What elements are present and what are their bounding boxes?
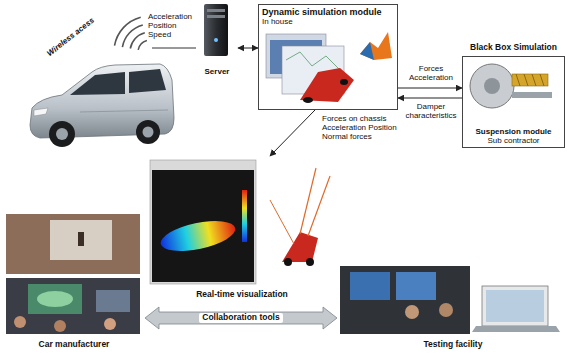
edge-label: Damper characteristics: [401, 102, 461, 120]
data-link-line: [152, 48, 196, 49]
box-title: Real-time visualization: [149, 290, 335, 300]
edge-label: Forces on chassis Acceleration Position …: [322, 114, 404, 142]
visualization-screens: [150, 160, 330, 284]
box-text: Suspension module: [466, 127, 561, 136]
box-title: Car manufacturer: [7, 340, 141, 350]
box-title: Testing facility: [341, 340, 565, 350]
subsystem-box: Black Box SimulationSuspension moduleSub…: [462, 56, 565, 148]
server-node: Server: [196, 2, 238, 78]
edge-label: Forces Acceleration: [401, 64, 461, 82]
flow-arrow: [270, 110, 315, 156]
signal-list: Acceleration Position Speed: [148, 12, 196, 40]
suspension-illustration: [470, 64, 552, 108]
site-panel: Car manufacturer: [4, 212, 144, 352]
box-text: In house: [262, 17, 394, 26]
flow-arrow: [398, 88, 462, 89]
simulation-collage: [266, 32, 392, 103]
box-title: Dynamic simulation module: [262, 7, 394, 17]
box-title: Server: [199, 67, 235, 76]
box-heading: Black Box Simulation: [457, 43, 569, 53]
box-text: Sub contractor: [466, 136, 561, 145]
server-icon: [204, 4, 228, 56]
flow-arrow: [238, 48, 258, 49]
collaboration-arrow: [145, 307, 337, 329]
process-box: Dynamic simulation moduleIn house: [258, 4, 398, 110]
meeting-photos: [6, 214, 140, 334]
flow-arrow: [398, 98, 462, 99]
car-illustration: [30, 64, 174, 147]
site-panel: Testing facility: [338, 264, 568, 352]
edge-label: Collaboration tools: [199, 313, 282, 323]
visualization-panel: Real-time visualization: [146, 156, 338, 302]
wireless-waves: [115, 17, 147, 50]
lab-photos: [340, 266, 560, 334]
wireless-label: Wireless acess: [45, 16, 96, 59]
